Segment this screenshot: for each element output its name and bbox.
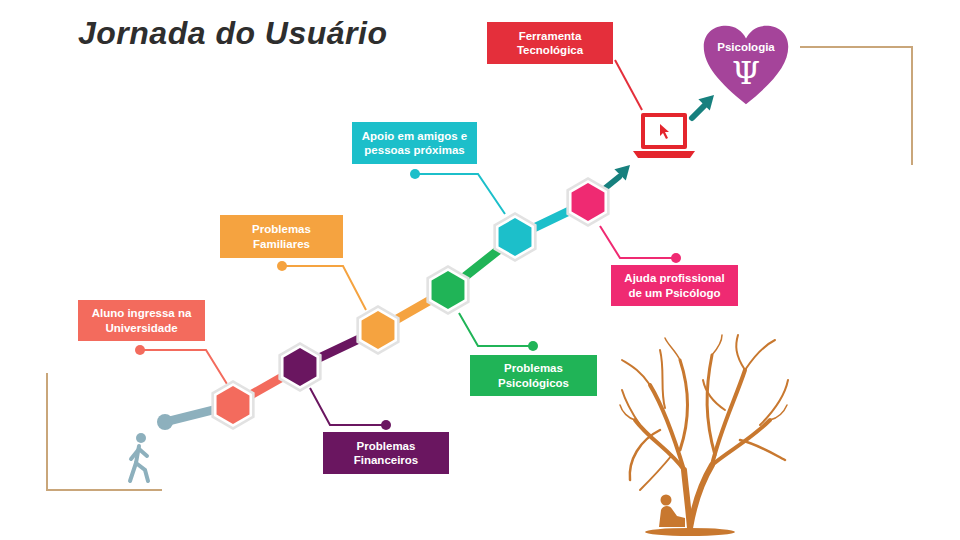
- callout-box: Problemas Financeiros: [323, 432, 449, 474]
- diagram-title: Jornada do Usuário: [78, 15, 388, 52]
- walker-figure: [130, 433, 148, 481]
- callout-text: Problemas Financeiros: [329, 439, 443, 468]
- callout-text: Ferramenta Tecnológica: [493, 29, 607, 58]
- laptop-icon: [633, 113, 695, 158]
- corner-bracket: [47, 373, 162, 490]
- sitting-person: [645, 495, 735, 537]
- arrow-head: [698, 95, 714, 111]
- hexagon-steps: [211, 177, 609, 430]
- callout-box: Ferramenta Tecnológica: [487, 22, 613, 64]
- callout-box: Ajuda profissional de um Psicólogo: [611, 265, 738, 306]
- leader-lines: [140, 60, 676, 425]
- callout-text: Ajuda profissional de um Psicólogo: [617, 271, 732, 300]
- tree-illustration: [620, 335, 788, 528]
- heart-outline: [704, 26, 788, 104]
- psi-symbol: Ψ: [732, 57, 760, 89]
- callout-box: Problemas Familiares: [220, 215, 343, 258]
- journey-path: [165, 105, 705, 422]
- arrow-head: [614, 165, 630, 181]
- heart-badge: PsicologiaΨ: [702, 24, 790, 106]
- path-start: [157, 414, 173, 430]
- leader-dots: [135, 169, 681, 430]
- badge-label: Psicologia: [717, 41, 775, 55]
- callout-text: Aluno ingressa na Universidade: [84, 306, 199, 335]
- callout-text: Problemas Psicológicos: [476, 361, 591, 390]
- callout-text: Problemas Familiares: [226, 222, 337, 251]
- callout-text: Apoio em amigos e pessoas próximas: [358, 129, 471, 158]
- corner-bracket: [800, 47, 912, 165]
- callout-box: Apoio em amigos e pessoas próximas: [352, 122, 477, 164]
- callout-box: Aluno ingressa na Universidade: [78, 300, 205, 341]
- callout-box: Problemas Psicológicos: [470, 355, 597, 396]
